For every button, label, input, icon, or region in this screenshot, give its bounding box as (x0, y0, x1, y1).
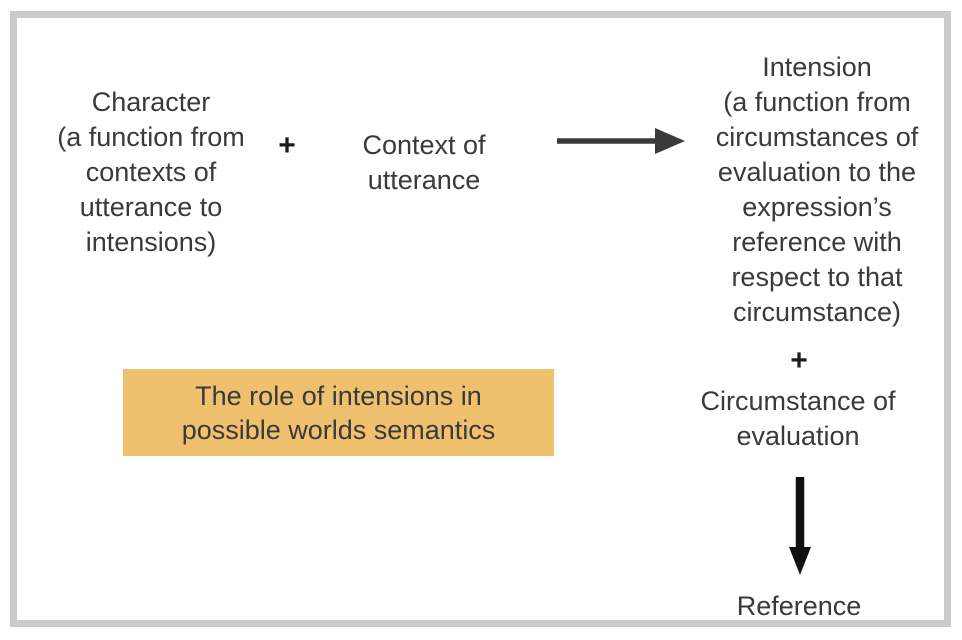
context-of-utterance-node: Context of utterance (362, 130, 486, 195)
diagram-frame: Character (a function from contexts of u… (10, 11, 951, 627)
intension-node: Intension (a function from circumstances… (715, 52, 919, 327)
down-arrow-head (789, 547, 811, 575)
plus-sign-left: + (278, 129, 296, 162)
down-arrow-icon (789, 477, 811, 575)
right-arrow-head (655, 128, 685, 154)
highlight-caption-box: The role of intensions in possible world… (123, 369, 554, 456)
circumstance-of-evaluation-node: Circumstance of evaluation (700, 386, 896, 451)
plus-sign-right: + (790, 344, 808, 377)
reference-node: Reference (736, 591, 862, 621)
character-node: Character (a function from contexts of u… (57, 87, 245, 257)
right-arrow-icon (557, 128, 685, 154)
